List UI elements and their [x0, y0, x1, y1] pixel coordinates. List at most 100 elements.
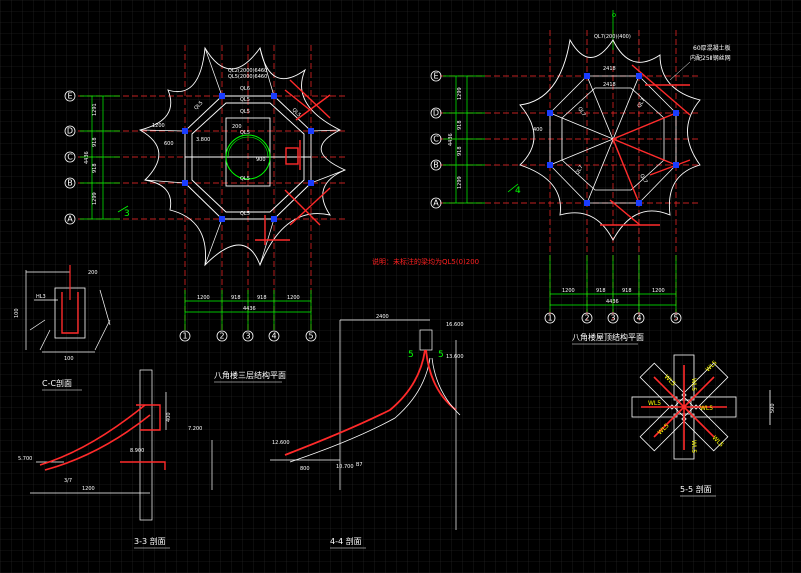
plan1-label-12: 900 — [256, 157, 266, 163]
plan2-row-e: E — [433, 72, 438, 81]
s44-elev-2: 13.600 — [446, 354, 464, 360]
cc-dim-3: 100 — [64, 356, 74, 362]
plan1-col-5: 5 — [308, 332, 313, 341]
plan2-row-a: A — [433, 199, 439, 208]
plan1-label-1: QL5(2000)6460 — [228, 74, 267, 80]
s44-elev-1: 16.600 — [446, 322, 464, 328]
cc-title: C-C剖面 — [42, 378, 72, 388]
plan2-dim-left-total: 4436 — [448, 133, 454, 146]
plan2-label-1: 2418 — [603, 82, 616, 88]
plan1-col-1: 1 — [182, 332, 187, 341]
plan2-dim-left-2: 918 — [457, 120, 463, 130]
s33-elev-1: 5.700 — [18, 456, 32, 462]
plan1-label-9: 3.800 — [196, 137, 210, 143]
axis-tick-icon — [612, 13, 616, 17]
s33-label: 3/7 — [64, 478, 72, 484]
s55-dim: 500 — [770, 403, 776, 413]
plan2-row-d: D — [433, 109, 439, 118]
s55-title: 5-5 剖面 — [680, 484, 712, 494]
plan1-dim-left-total: 4436 — [84, 151, 90, 164]
plan2-col-2: 2 — [584, 314, 589, 323]
plan2-dim-left-4: 1299 — [457, 176, 463, 189]
s44-label: B7 — [356, 462, 363, 468]
s33-elev-3: 8.900 — [130, 448, 144, 454]
plan2-label-2: 400 — [533, 127, 543, 133]
s44-title: 4-4 剖面 — [330, 536, 362, 546]
plan1-dim-left-1: 1291 — [92, 103, 98, 116]
plan1-label-6: 1200 — [152, 123, 165, 129]
plan2-dim-bottom-4: 1200 — [652, 288, 665, 294]
plan1-section-marker: 3 — [124, 209, 130, 219]
plan1-row-b: B — [67, 179, 73, 188]
s44-marker-1: 5 — [408, 350, 414, 360]
s33-elev-2: 7.200 — [188, 426, 202, 432]
plan2-col-1: 1 — [547, 314, 552, 323]
s55-label-4: WL5 — [700, 405, 713, 412]
s44-dim-top: 2400 — [376, 314, 389, 320]
plan2-section-marker: 4 — [515, 186, 521, 196]
section-c-c: 100 200 100 HL3 C-C剖面 — [14, 265, 111, 391]
s44-elev-3: 12.600 — [272, 440, 290, 446]
plan1-label-10: QL5 — [240, 176, 250, 182]
plan1-label-14: QL5 — [291, 107, 302, 118]
plan2-dim-bottom-3: 918 — [622, 288, 632, 294]
plan2-label-4: QL7 — [637, 97, 647, 109]
plan1-label-3: QL5 — [240, 97, 250, 103]
plan1-dim-bottom-2: 918 — [231, 295, 241, 301]
plan2-note-right-1: 60厚混凝土板 — [693, 44, 731, 52]
plan2-label-3: QL7 — [576, 106, 586, 118]
plan1-row-d: D — [67, 127, 73, 136]
s33-dim-1: 1200 — [82, 486, 95, 492]
plan-2-roof: E D C B A 1 2 3 4 5 1299 918 918 1299 44… — [430, 10, 731, 345]
plan2-dim-left-3: 918 — [457, 146, 463, 156]
s44-elev-4: 10.700 — [336, 464, 354, 470]
plan2-row-b: B — [433, 161, 439, 170]
s44-marker-2: 5 — [438, 350, 444, 360]
plan1-dim-left-2: 918 — [92, 137, 98, 147]
plan1-col-3: 3 — [245, 332, 250, 341]
plan1-dim-bottom-total: 4436 — [243, 306, 256, 312]
plan2-label-0: 2418 — [603, 66, 616, 72]
plan2-label-5: QL7 — [575, 164, 585, 176]
section-4-4: 2400 16.600 13.600 12.600 10.700 800 5 5… — [270, 314, 464, 549]
general-note: 说明：未标注的梁均为QL5(0)200 — [372, 257, 479, 266]
plan1-dim-left-3: 918 — [92, 163, 98, 173]
s44-dim-bot: 800 — [300, 466, 310, 472]
cc-dim-2: 200 — [88, 270, 98, 276]
plan2-col-3: 3 — [610, 314, 615, 323]
plan1-dim-bottom-3: 918 — [257, 295, 267, 301]
plan1-col-4: 4 — [271, 332, 276, 341]
plan-1-structure: E D C B A 1 2 3 4 5 1291 918 918 1299 44… — [64, 45, 347, 383]
plan1-row-e: E — [67, 92, 72, 101]
plan1-title: 八角楼三层结构平面 — [214, 370, 286, 380]
plan1-label-2: QL6 — [240, 86, 250, 92]
plan2-dim-bottom-total: 4436 — [606, 299, 619, 305]
s55-label-0: WL5 — [690, 378, 697, 391]
section-3-3: 5.700 7.200 8.900 1200 400 3/7 3-3 剖面 — [18, 369, 213, 549]
plan2-note-top: QL7(200)(400) — [594, 34, 631, 40]
plan2-label-6: QL7 — [638, 173, 648, 185]
plan2-dim-bottom-1: 1200 — [562, 288, 575, 294]
plan2-col-5: 5 — [673, 314, 678, 323]
s33-title: 3-3 剖面 — [134, 536, 166, 546]
plan1-label-0: QL2(2000)6460 — [228, 68, 267, 74]
plan1-dim-bottom-1: 1200 — [197, 295, 210, 301]
plan2-note-right-2: 内配25Ⅱ钢丝网 — [690, 54, 731, 62]
plan1-label-7: 600 — [164, 141, 174, 147]
plan1-row-c: C — [67, 153, 73, 162]
plan1-dim-bottom-4: 1200 — [287, 295, 300, 301]
plan2-dim-bottom-2: 918 — [596, 288, 606, 294]
s55-label-3: WL5 — [648, 400, 661, 407]
s55-label-7: WL5 — [690, 440, 697, 453]
plan1-label-4: QL5 — [240, 109, 250, 115]
plan1-dim-left-4: 1299 — [92, 192, 98, 205]
s33-dim-2: 400 — [166, 412, 172, 422]
plan2-col-4: 4 — [636, 314, 641, 323]
plan1-label-8: 200 — [232, 124, 242, 130]
plan1-label-5: QL5 — [240, 130, 250, 136]
plan1-label-13: QL5 — [193, 100, 204, 111]
plan1-row-a: A — [67, 215, 73, 224]
plan2-dim-left-1: 1299 — [457, 87, 463, 100]
plan2-row-c: C — [433, 135, 439, 144]
